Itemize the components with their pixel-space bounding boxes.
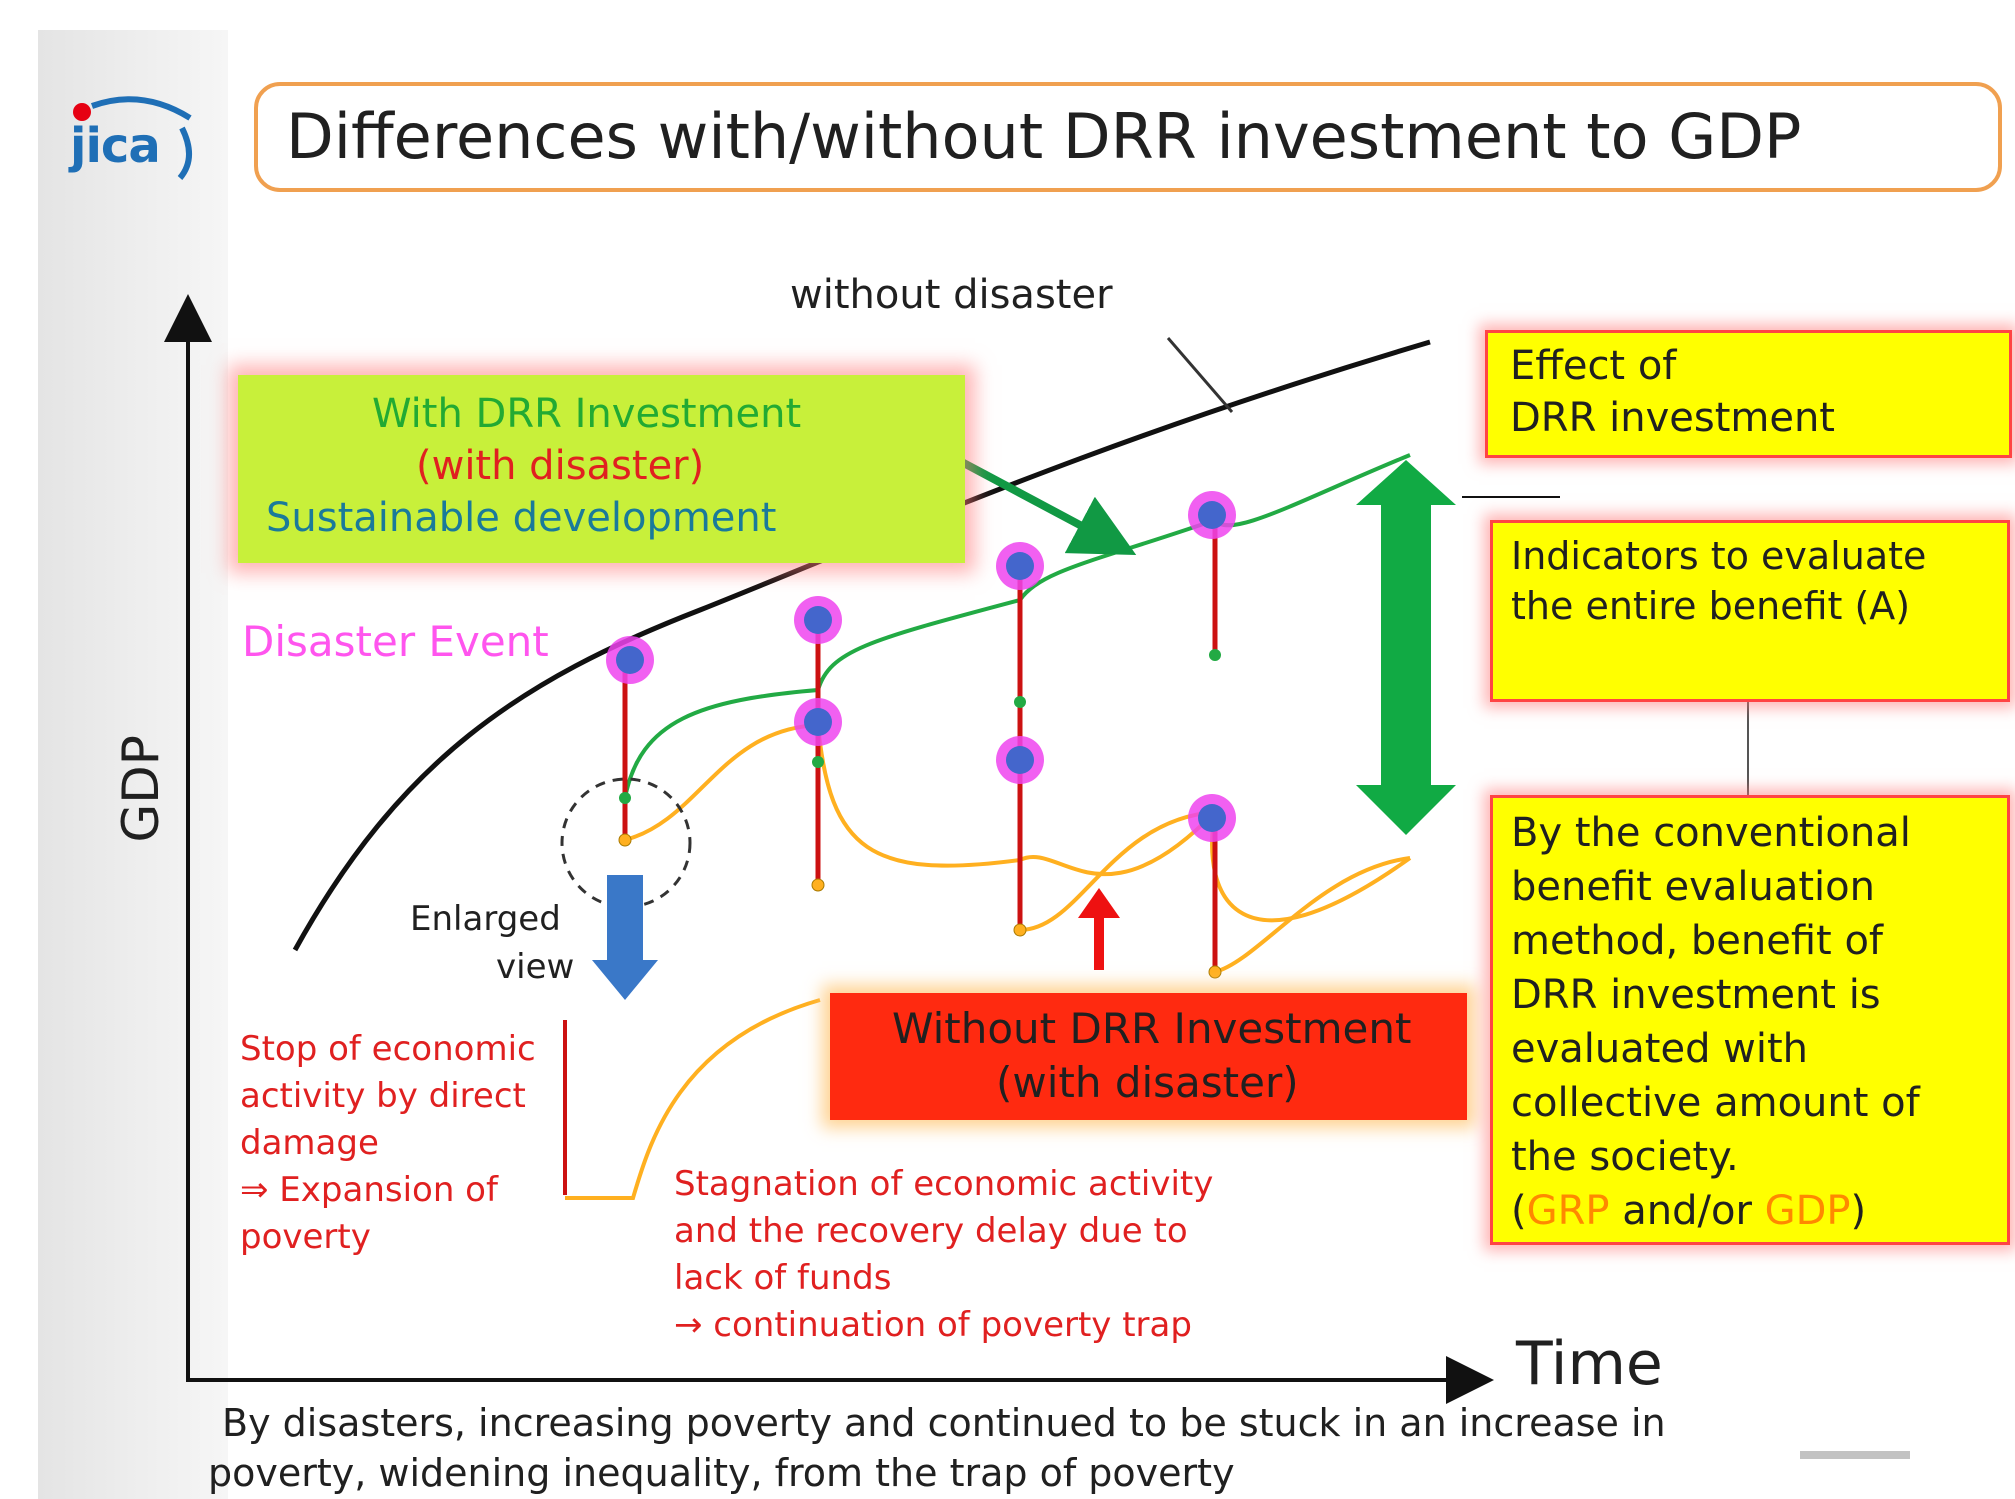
footer-line-1: By disasters, increasing poverty and con… — [222, 1401, 1666, 1445]
disaster-starbursts — [606, 491, 1236, 842]
stop-text-4: ⇒ Expansion of — [240, 1170, 498, 1210]
jica-logo — [62, 88, 212, 198]
with-drr-subtitle: (with disaster) — [416, 443, 705, 489]
without-disaster-pointer — [1166, 337, 1234, 413]
enlarged-view-circle — [560, 777, 692, 909]
publisher-stamp — [1800, 1451, 1910, 1459]
conv-line-5: evaluated with — [1511, 1026, 1809, 1072]
effect-double-arrow — [1356, 460, 1456, 835]
conv-line-1: By the conventional — [1511, 810, 1911, 856]
without-disaster-label: without disaster — [790, 272, 1113, 318]
with-drr-pointer-arrow — [956, 456, 1137, 556]
indicators-line-1: Indicators to evaluate — [1511, 534, 1927, 578]
with-drr-caption: Sustainable development — [266, 495, 777, 541]
stop-text-2: activity by direct — [240, 1076, 526, 1116]
conv-close-paren: ) — [1850, 1188, 1867, 1234]
with-drr-curve — [623, 453, 1411, 799]
stop-text-1: Stop of economic — [240, 1029, 536, 1069]
effect-line-2: DRR investment — [1510, 395, 1835, 441]
disaster-event-label: Disaster Event — [242, 617, 549, 666]
without-disaster-curve — [292, 339, 1431, 952]
title-box: Differences with/without DRR investment … — [254, 82, 2002, 192]
stop-text-3: damage — [240, 1123, 379, 1163]
conv-line-2: benefit evaluation — [1511, 864, 1875, 910]
stagnation-text-4: → continuation of poverty trap — [674, 1305, 1192, 1345]
stop-text-5: poverty — [240, 1217, 371, 1257]
without-drr-subtitle: (with disaster) — [996, 1058, 1299, 1107]
conv-line-6: collective amount of — [1511, 1080, 1920, 1126]
starburst-5 — [996, 736, 1044, 784]
logo-text: jica — [70, 118, 161, 174]
conventional-method-box: By the conventional benefit evaluation m… — [1490, 795, 2010, 1245]
without-drr-box: Without DRR Investment (with disaster) — [830, 993, 1467, 1120]
conv-gdp: GDP — [1764, 1188, 1851, 1234]
stagnation-text-1: Stagnation of economic activity — [674, 1164, 1214, 1204]
conv-line-8: (GRP and/or GDP) — [1511, 1188, 1866, 1234]
conv-line-7: the society. — [1511, 1134, 1739, 1180]
footer-line-2: poverty, widening inequality, from the t… — [208, 1451, 1235, 1495]
conv-and-or: and/or — [1609, 1188, 1765, 1234]
x-axis-label: Time — [1516, 1329, 1663, 1399]
page-title: Differences with/without DRR investment … — [286, 100, 1802, 173]
conv-line-3: method, benefit of — [1511, 918, 1884, 964]
stagnation-text-2: and the recovery delay due to — [674, 1211, 1188, 1251]
without-drr-lower-curve — [1019, 810, 1216, 932]
with-drr-title: With DRR Investment — [372, 391, 802, 437]
red-up-arrow — [1078, 888, 1120, 970]
conv-open-paren: ( — [1511, 1188, 1527, 1234]
with-drr-box: With DRR Investment (with disaster) Sust… — [238, 375, 965, 563]
without-drr-title: Without DRR Investment — [892, 1004, 1412, 1053]
without-drr-tail-curve — [1214, 856, 1411, 974]
effect-box: Effect of DRR investment — [1485, 330, 2012, 458]
indicators-box: Indicators to evaluate the entire benefi… — [1490, 520, 2010, 702]
node-dots — [618, 649, 1222, 979]
y-axis-label: GDP — [111, 735, 170, 843]
starburst-6 — [1188, 491, 1236, 539]
enlarged-view-label-2: view — [496, 947, 575, 987]
starburst-1 — [606, 636, 654, 684]
enlarged-view-label-1: Enlarged — [410, 899, 561, 939]
starburst-3 — [794, 698, 842, 746]
conv-grp: GRP — [1526, 1188, 1610, 1234]
starburst-2 — [794, 596, 842, 644]
effect-line-1: Effect of — [1510, 343, 1677, 389]
inset-orange-curve — [565, 998, 821, 1200]
starburst-7 — [1188, 794, 1236, 842]
sidebar-band — [38, 30, 228, 1499]
conv-line-4: DRR investment is — [1511, 972, 1881, 1018]
stagnation-text-3: lack of funds — [674, 1258, 892, 1298]
indicators-line-2: the entire benefit (A) — [1511, 584, 1911, 628]
enlarged-view-arrow — [592, 875, 658, 1000]
starburst-4 — [996, 542, 1044, 590]
